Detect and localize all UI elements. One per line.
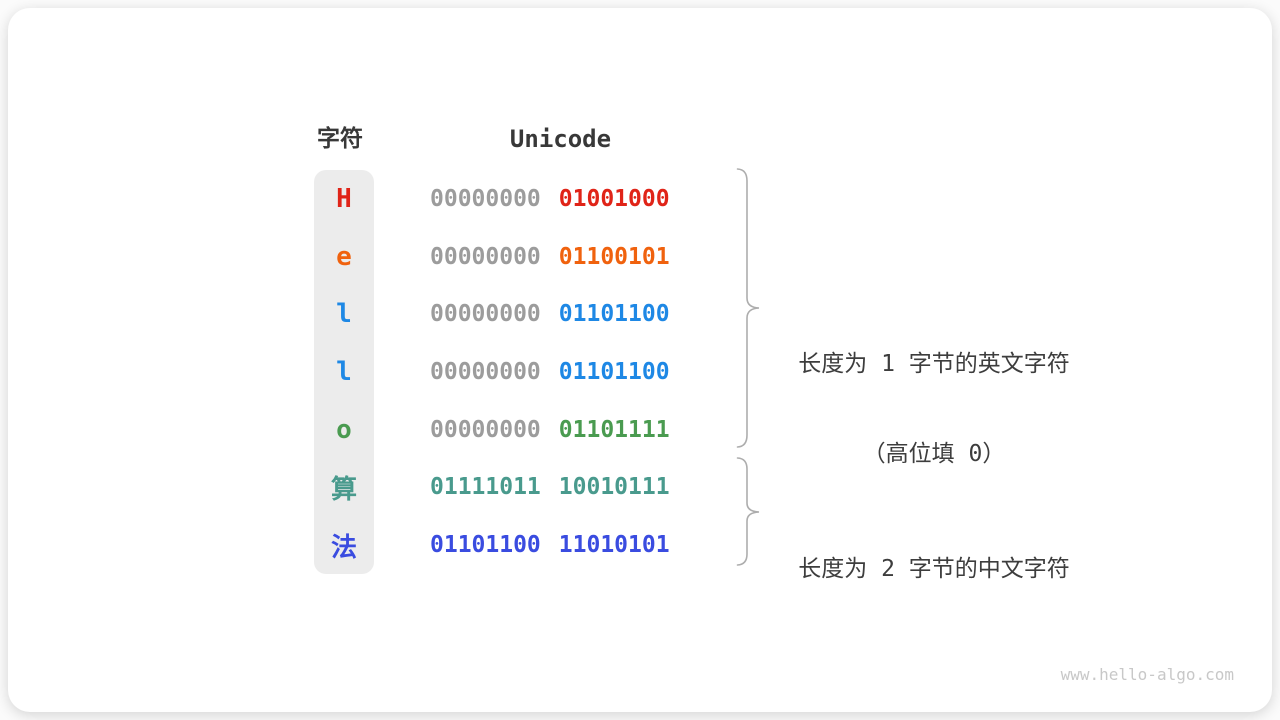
- table-rows: H 00000000 01001000 e 00000000 01100101 …: [8, 170, 1280, 574]
- byte-high: 00000000: [430, 243, 541, 270]
- byte-low: 01001000: [558, 185, 670, 212]
- table-row: l 00000000 01101100: [8, 343, 1280, 401]
- table-row: 算 01111011 10010111: [8, 459, 1280, 517]
- byte-low: 01101111: [558, 416, 670, 443]
- char-column-header: 字符: [317, 126, 363, 152]
- byte-low: 01100101: [558, 243, 670, 270]
- annotation-chinese-chars: 长度为 2 字节的中文字符: [780, 494, 1088, 644]
- byte-high: 01111011: [430, 474, 541, 501]
- byte-low: 10010111: [558, 474, 670, 501]
- character-cell: 算: [330, 474, 357, 505]
- unicode-bytes: 00000000 01101100: [430, 359, 670, 385]
- table-row: l 00000000 01101100: [8, 285, 1280, 343]
- byte-low: 01101100: [558, 301, 670, 328]
- unicode-column-header: Unicode: [509, 125, 612, 153]
- byte-high: 01101100: [430, 532, 541, 559]
- byte-low: 01101100: [558, 358, 670, 385]
- char-column-background: [314, 170, 374, 574]
- character-cell: l: [336, 356, 352, 387]
- character-cell: l: [336, 299, 352, 330]
- unicode-bytes: 01101100 11010101: [430, 532, 670, 558]
- unicode-bytes: 00000000 01001000: [430, 186, 670, 212]
- unicode-bytes: 00000000 01101100: [430, 301, 670, 327]
- watermark: www.hello-algo.com: [1060, 665, 1234, 684]
- byte-high: 00000000: [430, 301, 541, 328]
- byte-high: 00000000: [430, 185, 541, 212]
- table-row: e 00000000 01100101: [8, 228, 1280, 286]
- unicode-bytes: 01111011 10010111: [430, 474, 670, 500]
- table-row: H 00000000 01001000: [8, 170, 1280, 228]
- annotation-english-chars: 长度为 1 字节的英文字符 （高位填 0）: [780, 289, 1088, 529]
- character-cell: H: [336, 183, 352, 214]
- character-cell: e: [336, 241, 352, 272]
- byte-low: 11010101: [558, 532, 670, 559]
- byte-high: 00000000: [430, 358, 541, 385]
- table-row: 法 01101100 11010101: [8, 516, 1280, 574]
- unicode-bytes: 00000000 01101111: [430, 417, 670, 443]
- figure-card: 字符 Unicode H 00000000 01001000 e 0000000…: [8, 8, 1272, 712]
- character-cell: o: [336, 414, 352, 445]
- table-row: o 00000000 01101111: [8, 401, 1280, 459]
- annotation-line: 长度为 2 字节的中文字符: [798, 556, 1070, 582]
- annotation-line: （高位填 0）: [862, 441, 1006, 467]
- character-cell: 法: [330, 532, 357, 563]
- unicode-bytes: 00000000 01100101: [430, 244, 670, 270]
- byte-high: 00000000: [430, 416, 541, 443]
- annotation-line: 长度为 1 字节的英文字符: [798, 351, 1070, 377]
